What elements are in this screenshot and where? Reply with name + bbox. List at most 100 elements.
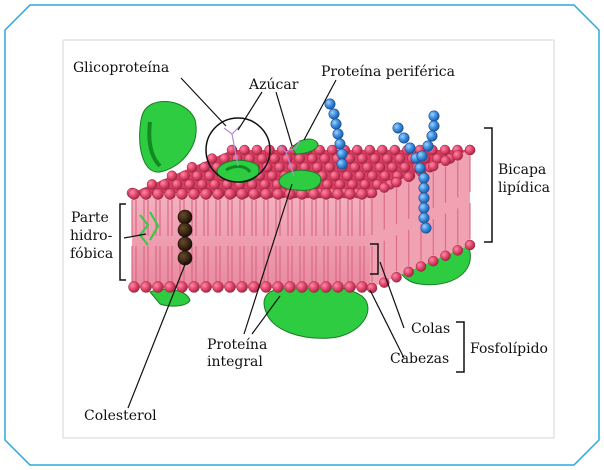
sugar-bead (337, 149, 347, 159)
phospholipid-head (267, 171, 277, 181)
phospholipid-head (237, 189, 248, 200)
sugar-bead (405, 143, 415, 153)
sugar-bead (423, 141, 433, 151)
cholesterol-ring (178, 237, 192, 251)
sugar-bead (399, 133, 409, 143)
sugar-bead (429, 121, 439, 131)
phospholipid-head (153, 189, 164, 200)
phospholipid-head (387, 162, 397, 172)
phospholipid-head (365, 145, 375, 155)
label-parte: Parte (71, 211, 109, 226)
phospholipid-head (382, 154, 392, 164)
phospholipid-head (352, 145, 362, 155)
phospholipid-head (350, 162, 360, 172)
phospholipid-head (129, 189, 140, 200)
phospholipid-head (307, 154, 317, 164)
sugar-bead (329, 109, 339, 119)
phospholipid-head (357, 189, 368, 200)
cholesterol-ring (178, 210, 192, 224)
phospholipid-head (333, 189, 344, 200)
phospholipid-head (416, 262, 426, 272)
phospholipid-head (210, 179, 220, 189)
sugar-bead (393, 123, 403, 133)
phospholipid-head (200, 162, 210, 172)
phospholipid-head (240, 145, 250, 155)
phospholipid-head (129, 282, 140, 293)
phospholipid-head (260, 179, 270, 189)
phospholipid-head (147, 179, 157, 189)
phospholipid-head (237, 282, 248, 293)
sugar-bead (335, 139, 345, 149)
sugar-bead (419, 173, 429, 183)
phospholipid-head (357, 154, 367, 164)
phospholipid-head (453, 245, 463, 255)
phospholipid-head (185, 179, 195, 189)
phospholipid-head (360, 179, 370, 189)
phospholipid-head (165, 189, 176, 200)
phospholipid-head (252, 145, 262, 155)
sugar-bead (419, 183, 429, 193)
phospholipid-head (347, 179, 357, 189)
phospholipid-head (249, 189, 260, 200)
phospholipid-head (465, 145, 475, 155)
phospholipid-head (141, 282, 152, 293)
sugar-bead (417, 151, 427, 161)
phospholipid-head (201, 282, 212, 293)
phospholipid-head (160, 179, 170, 189)
sugar-bead (427, 131, 437, 141)
phospholipid-head (189, 282, 200, 293)
phospholipid-head (428, 256, 438, 266)
phospholipid-head (379, 183, 389, 193)
phospholipid-head (441, 251, 451, 261)
phospholipid-head (172, 179, 182, 189)
phospholipid-head (367, 171, 377, 181)
phospholipid-head (309, 282, 320, 293)
phospholipid-head (297, 282, 308, 293)
label-integral: integral (207, 355, 263, 370)
phospholipid-head (357, 282, 368, 293)
phospholipid-head (270, 154, 280, 164)
phospholipid-head (213, 282, 224, 293)
phospholipid-head (180, 171, 190, 181)
cholesterol-ring (178, 223, 192, 237)
phospholipid-head (177, 189, 188, 200)
phospholipid-head (189, 189, 200, 200)
phospholipid-head (320, 154, 330, 164)
phospholipid-head (312, 162, 322, 172)
phospholipid-head (377, 145, 387, 155)
sugar-bead (419, 213, 429, 223)
phospholipid-head (390, 145, 400, 155)
phospholipid-head (333, 282, 344, 293)
label-cabezas: Cabezas (390, 352, 449, 367)
integral-protein-top (279, 170, 321, 190)
label-proteina-periferica: Proteína periférica (321, 65, 455, 80)
phospholipid-head (167, 171, 177, 181)
phospholipid-head (428, 161, 438, 171)
phospholipid-head (345, 189, 356, 200)
phospholipid-head (273, 282, 284, 293)
phospholipid-head (404, 172, 414, 182)
phospholipid-head (380, 171, 390, 181)
phospholipid-head (362, 162, 372, 172)
label-colesterol: Colesterol (84, 409, 157, 424)
label-fosfolipido: Fosfolípido (470, 342, 548, 357)
label-hidro: hidro- (70, 229, 112, 244)
label-lipidica: lipídica (498, 181, 550, 196)
sugar-bead (333, 129, 343, 139)
phospholipid-head (285, 282, 296, 293)
sugar-bead (337, 159, 347, 169)
phospholipid-head (257, 154, 267, 164)
sugar-bead (415, 163, 425, 173)
phospholipid-head (465, 240, 475, 250)
phospholipid-head (321, 189, 332, 200)
label-proteina: Proteína (207, 338, 267, 353)
label-bicapa: Bicapa (498, 163, 546, 178)
phospholipid-head (325, 162, 335, 172)
phospholipid-head (370, 154, 380, 164)
phospholipid-head (261, 189, 272, 200)
label-colas: Colas (411, 322, 450, 337)
phospholipid-head (355, 171, 365, 181)
phospholipid-head (273, 189, 284, 200)
phospholipid-head (277, 145, 287, 155)
phospholipid-head (395, 154, 405, 164)
